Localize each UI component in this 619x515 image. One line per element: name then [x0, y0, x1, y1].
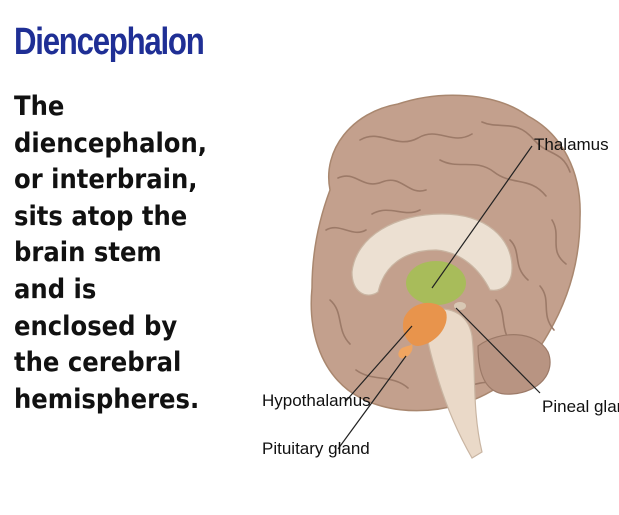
body-paragraph: The diencephalon, or interbrain, sits at…: [14, 89, 207, 418]
body-line: enclosed by: [14, 310, 178, 342]
body-line: and is: [14, 273, 97, 305]
pineal-gland-shape: [454, 302, 466, 310]
leader-lines: [337, 145, 541, 450]
brainstem-shape: [425, 308, 483, 459]
body-line: sits atop the: [14, 200, 188, 232]
cerebellum-shape: [477, 334, 551, 395]
body-line: diencephalon,: [14, 127, 208, 159]
body-line: hemispheres.: [14, 383, 200, 415]
corpus-callosum-shape: [351, 213, 513, 296]
label-thalamus: Thalamus: [534, 135, 609, 154]
body-line: The: [14, 91, 65, 122]
slide-title: Diencephalon: [14, 21, 205, 63]
body-line: or interbrain,: [14, 164, 198, 196]
label-hypothalamus: Hypothalamus: [262, 391, 371, 410]
brain-diagram: Thalamus Hypothalamus Pineal gland Pitui…: [262, 94, 619, 459]
hypothalamus-shape: [402, 302, 447, 346]
body-line: the cerebral: [14, 347, 182, 379]
pituitary-shape: [398, 344, 413, 359]
label-pineal-gland: Pineal gland: [542, 397, 619, 416]
label-pituitary-gland: Pituitary gland: [262, 439, 370, 458]
body-line: brain stem: [14, 237, 162, 269]
